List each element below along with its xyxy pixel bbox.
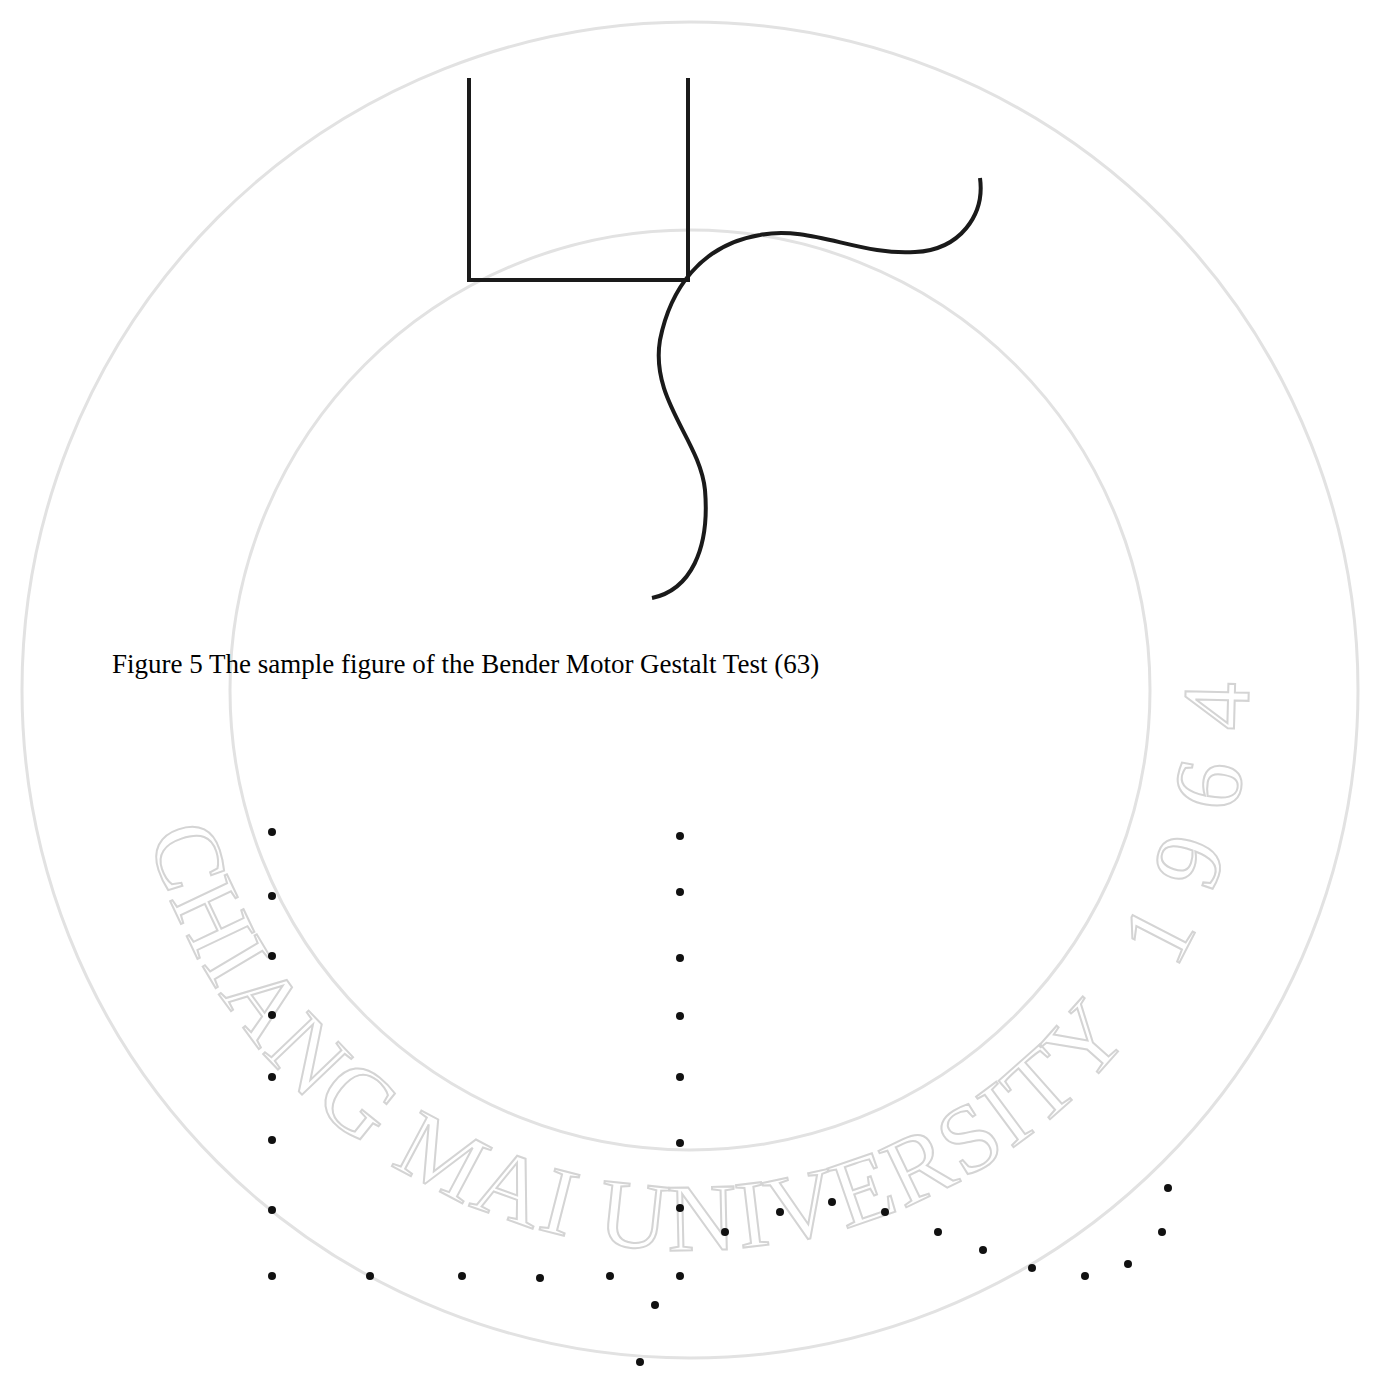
dot (1028, 1264, 1036, 1272)
dot (606, 1272, 614, 1280)
dot (721, 1228, 729, 1236)
dot (268, 892, 276, 900)
dot (268, 1272, 276, 1280)
dot (268, 1136, 276, 1144)
dot (1158, 1228, 1166, 1236)
dot (979, 1246, 987, 1254)
dot (268, 1073, 276, 1081)
dot (776, 1208, 784, 1216)
dot (676, 1073, 684, 1081)
dot (881, 1208, 889, 1216)
dot (676, 832, 684, 840)
dot-figure (268, 828, 1172, 1366)
dot (458, 1272, 466, 1280)
dot (636, 1358, 644, 1366)
watermark-path-text: CHIANG MAI UNIVERSITY (128, 808, 1147, 1271)
dot (268, 828, 276, 836)
dot (676, 1204, 684, 1212)
watermark-seal: CHIANG MAI UNIVERSITY1964 (22, 22, 1358, 1358)
watermark-path-text: 1964 (1099, 681, 1270, 980)
dot (934, 1228, 942, 1236)
dot (536, 1274, 544, 1282)
seal-ring (230, 230, 1150, 1150)
dot (651, 1301, 659, 1309)
dot (268, 952, 276, 960)
gestalt-figure (469, 80, 981, 598)
figure-caption: Figure 5 The sample figure of the Bender… (112, 648, 1272, 680)
dot (676, 954, 684, 962)
dot (1081, 1272, 1089, 1280)
seal-ring (22, 22, 1358, 1358)
dot (676, 1012, 684, 1020)
dot (676, 888, 684, 896)
caption-block: Figure 5 The sample figure of the Bender… (112, 648, 1272, 680)
dot (268, 1206, 276, 1214)
dot (676, 1139, 684, 1147)
dot (828, 1198, 836, 1206)
dot (366, 1272, 374, 1280)
dot (268, 1011, 276, 1019)
watermark-text: 1964 (1099, 681, 1270, 980)
dot (1124, 1260, 1132, 1268)
dot (676, 1272, 684, 1280)
watermark-text: CHIANG MAI UNIVERSITY (128, 808, 1147, 1271)
dot (1164, 1184, 1172, 1192)
open-square (469, 80, 688, 280)
sinuous-line (652, 178, 981, 598)
